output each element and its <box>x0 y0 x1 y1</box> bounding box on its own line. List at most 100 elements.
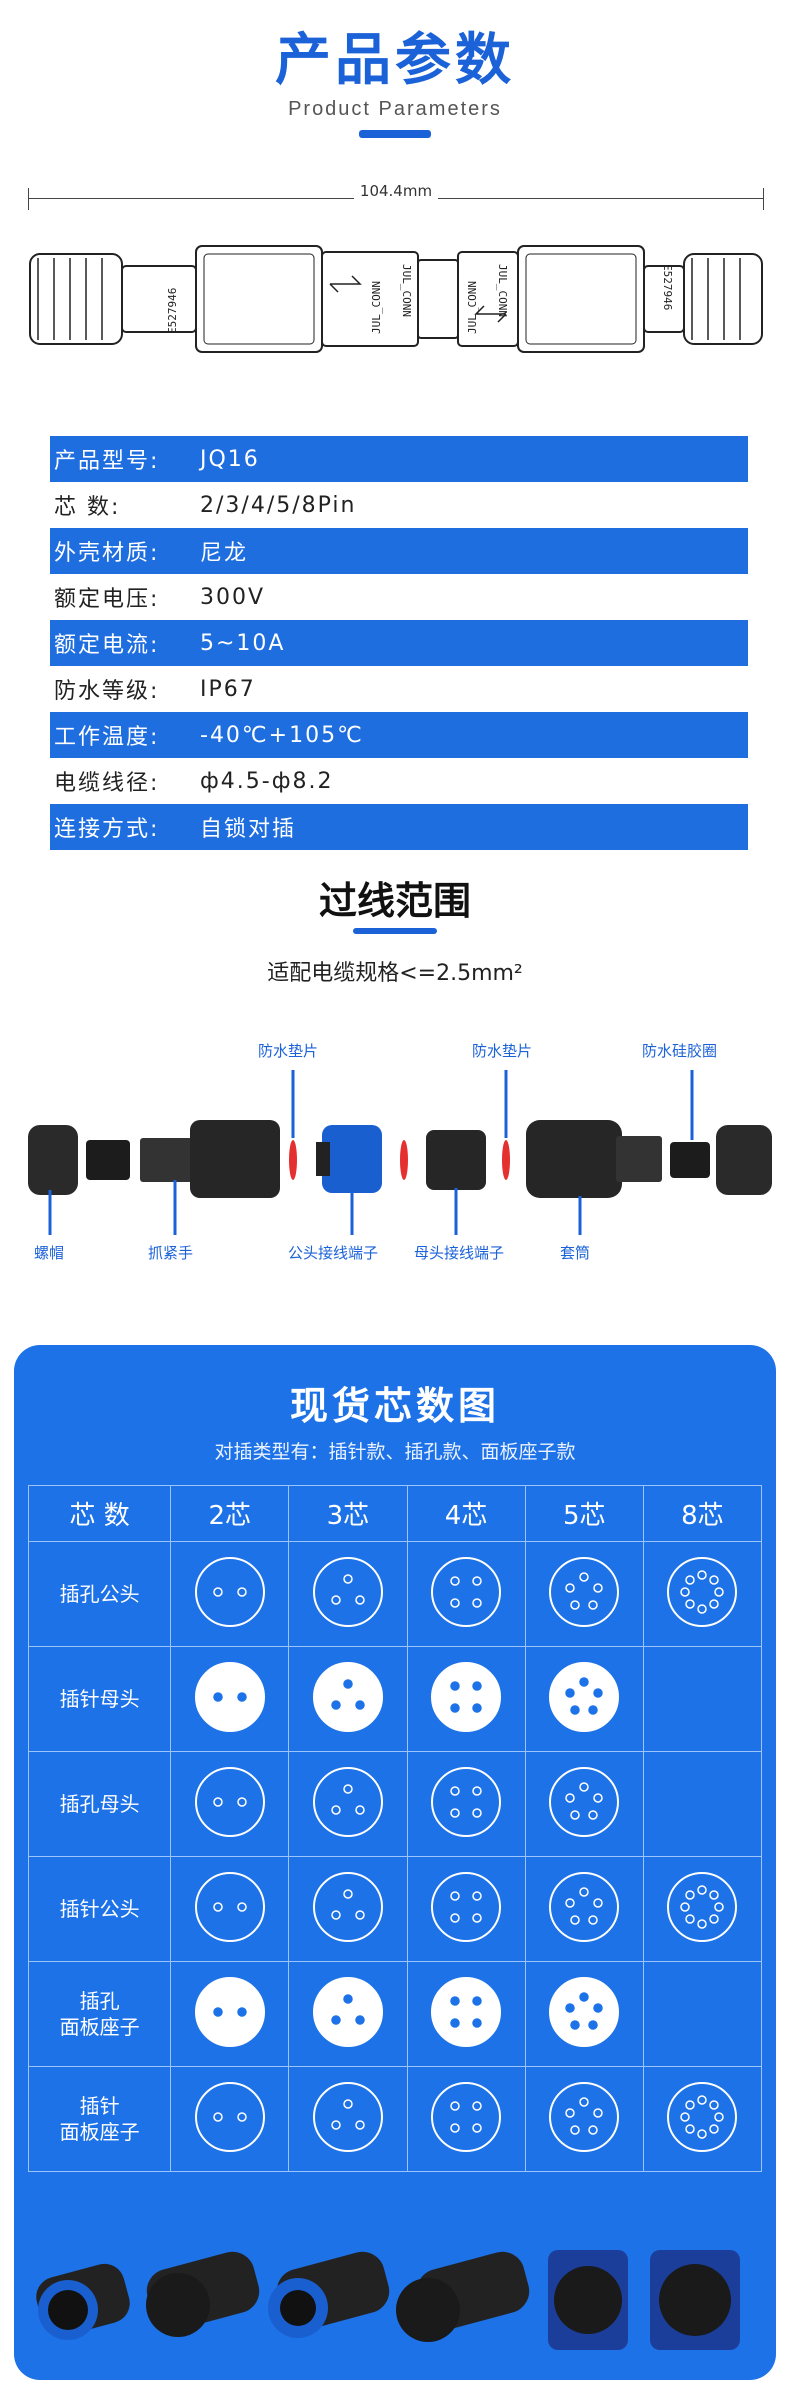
pin-contact <box>570 1600 580 1610</box>
pin-diagram-5p <box>549 1662 620 1732</box>
pin-outline <box>549 1977 620 2047</box>
pin-contact <box>472 1808 482 1818</box>
header: 产品参数 Product Parameters <box>0 0 790 150</box>
pin-contact <box>709 2124 720 2134</box>
pinmap-cell <box>406 1856 526 1962</box>
pin-outline <box>312 1977 383 2047</box>
marking-text: JUL_CONN <box>370 281 383 334</box>
pin-contact <box>450 1808 460 1818</box>
pin-contact <box>579 2097 589 2107</box>
pin-diagram-2p <box>194 1557 265 1627</box>
pin-contact <box>331 1595 341 1605</box>
spec-row: 芯 数:2/3/4/5/8Pin <box>50 482 748 528</box>
pin-contact <box>565 2108 575 2118</box>
pinmap-cell <box>288 1646 408 1752</box>
pinmap-row-label: 插孔 面板座子 <box>27 1961 172 2067</box>
pin-contact <box>450 1681 460 1691</box>
pin-contact <box>355 1910 365 1920</box>
pinmap-row-label: 插针母头 <box>27 1646 172 1752</box>
pin-contact <box>472 1891 482 1901</box>
pinmap-cell <box>170 1541 290 1647</box>
pinmap-cell <box>406 1961 526 2067</box>
pin-contact <box>579 1887 589 1897</box>
pinmap-cell <box>288 1751 408 1857</box>
pin-outline <box>549 2082 620 2152</box>
pin-contact <box>570 2125 580 2135</box>
label-sleeve: 套筒 <box>560 1244 591 1262</box>
pin-contact <box>450 1913 460 1923</box>
pin-diagram-5p <box>549 1977 620 2047</box>
pin-diagram-2p <box>194 1767 265 1837</box>
pin-diagram-3p <box>312 2082 383 2152</box>
pin-contact <box>213 1692 223 1702</box>
pin-contact <box>570 1705 580 1715</box>
pin-outline <box>194 1662 265 1732</box>
pinmap-cell <box>524 2066 644 2172</box>
pin-outline <box>194 1767 265 1837</box>
pinmap-cell <box>524 1541 644 1647</box>
pin-contact <box>680 1587 691 1597</box>
pin-contact <box>450 2018 460 2028</box>
ul-mark-text: E527946 <box>166 288 179 334</box>
pin-diagram-2p <box>194 2082 265 2152</box>
pin-contact <box>450 1576 460 1586</box>
spec-value: 自锁对插 <box>200 817 297 842</box>
pinmap-column-header: 2芯 <box>170 1485 290 1542</box>
pin-contact <box>593 1898 603 1908</box>
pin-outline <box>194 2082 265 2152</box>
spec-row: 连接方式:自锁对插 <box>50 804 748 850</box>
pin-contact <box>588 1810 598 1820</box>
dimension-label: 104.4mm <box>353 182 439 200</box>
pinmap-cell <box>642 1541 763 1647</box>
pin-contact <box>237 2007 247 2017</box>
product-photos <box>36 2250 740 2350</box>
pin-contact <box>697 1919 708 1929</box>
pin-outline <box>431 1767 502 1837</box>
pin-contact <box>579 1677 589 1687</box>
pin-contact <box>709 1890 720 1900</box>
pin-contact <box>472 1576 482 1586</box>
pinmap-cell <box>524 1751 644 1857</box>
pin-contact <box>343 1889 353 1899</box>
pin-contact <box>579 1572 589 1582</box>
spec-value: 尼龙 <box>200 541 249 566</box>
pin-contact <box>593 1793 603 1803</box>
spec-row: 额定电压:300V <box>50 574 748 620</box>
pin-contact <box>355 1700 365 1710</box>
spec-value: 5~10A <box>200 630 286 656</box>
pin-contact <box>685 1890 696 1900</box>
pin-diagram-5p <box>549 1557 620 1627</box>
pin-contact <box>343 2099 353 2109</box>
pin-contact <box>570 1915 580 1925</box>
pin-contact <box>355 1595 365 1605</box>
pin-outline <box>312 1662 383 1732</box>
connector-drawing: JUL_CONN JUL_CONN JUL_CONN JUL_CONN E527… <box>29 245 763 353</box>
spec-key: 防水等级: <box>54 679 160 704</box>
pin-diagram-4p <box>431 1662 502 1732</box>
label-female-terminal: 母头接线端子 <box>414 1244 505 1262</box>
pin-contact <box>588 2020 598 2030</box>
pin-diagram-3p <box>312 1662 383 1732</box>
pin-contact <box>685 1575 696 1585</box>
pin-contact <box>343 1994 353 2004</box>
pinmap-row-label: 插孔公头 <box>27 1541 172 1647</box>
pin-contact <box>331 2015 341 2025</box>
pin-contact <box>588 1915 598 1925</box>
pin-contact <box>588 2125 598 2135</box>
pin-contact <box>331 1700 341 1710</box>
label-male-terminal: 公头接线端子 <box>288 1244 379 1262</box>
pinmap-cell <box>642 1856 763 1962</box>
pinmap-header-first: 芯 数 <box>27 1485 172 1542</box>
pinmap-cell <box>642 1961 763 2067</box>
pin-contact <box>570 1810 580 1820</box>
exploded-view: 防水垫片 防水垫片 防水硅胶圈 螺帽 抓紧手 公头接线端子 母头接线端子 套筒 <box>20 1030 780 1270</box>
pin-contact <box>680 1902 691 1912</box>
spec-key: 工作温度: <box>54 725 160 750</box>
spec-value: 300V <box>200 584 266 610</box>
pinmap-cell <box>170 1856 290 1962</box>
pin-outline <box>549 1557 620 1627</box>
label-waterproof-gasket-1: 防水垫片 <box>258 1042 319 1060</box>
pin-contact <box>565 1793 575 1803</box>
pin-outline <box>312 1872 383 1942</box>
